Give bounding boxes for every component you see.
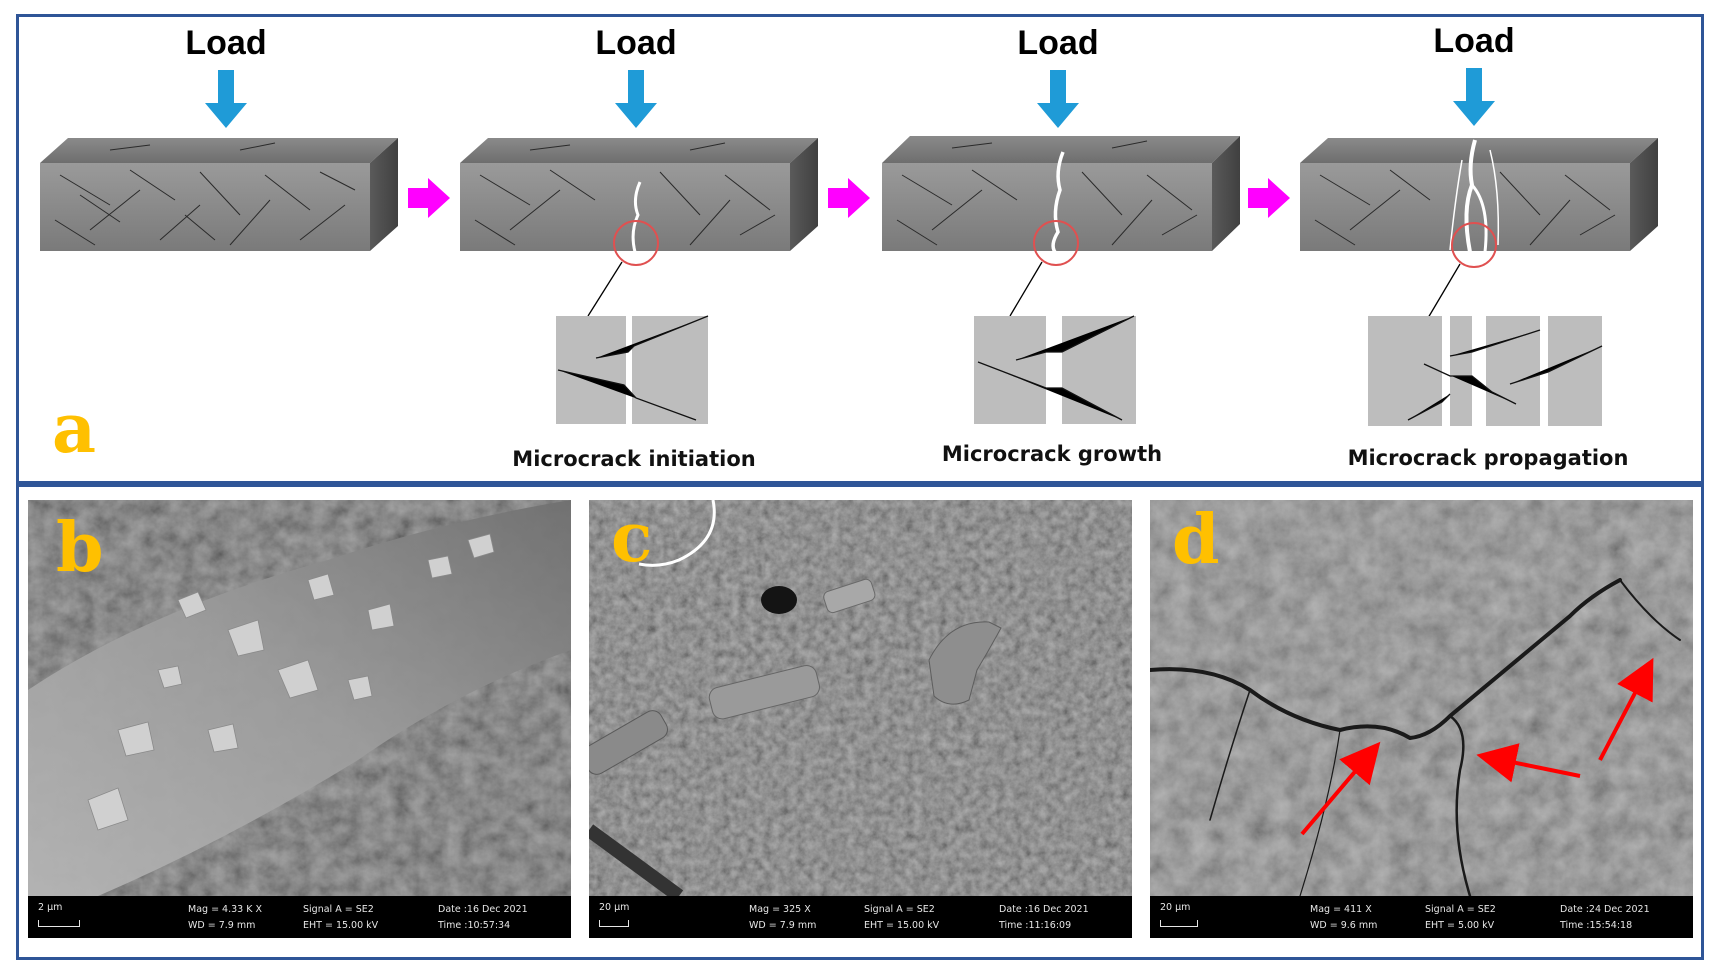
caption-growth: Microcrack growth xyxy=(941,442,1163,466)
panel-a-frame xyxy=(16,14,1704,484)
scale-text-b: 2 µm xyxy=(38,902,63,913)
sem-image-d: 20 µm Mag = 411 X WD = 9.6 mm Signal A =… xyxy=(1150,500,1693,938)
beam-1 xyxy=(40,138,398,251)
signal-b: Signal A = SE2 xyxy=(303,904,374,915)
mag-d: Mag = 411 X xyxy=(1310,904,1372,915)
beam-2-crack xyxy=(631,181,642,253)
panel-label-d: d xyxy=(1172,500,1220,580)
date-d: Date :24 Dec 2021 xyxy=(1560,904,1650,915)
beam-3 xyxy=(882,136,1240,266)
mag-c: Mag = 325 X xyxy=(749,904,811,915)
eht-b: EHT = 15.00 kV xyxy=(303,920,379,931)
inset-growth xyxy=(974,315,1136,424)
scale-bar-c xyxy=(599,920,629,927)
time-b: Time :10:57:34 xyxy=(438,920,511,931)
panel-label-c: c xyxy=(611,500,653,578)
inset-initiation xyxy=(556,315,709,424)
beam-4 xyxy=(1300,138,1658,268)
panel-bcd-frame xyxy=(16,484,1704,960)
panel-label-a: a xyxy=(52,389,97,469)
panel-label-b: b xyxy=(56,508,104,588)
beam-4-fibers xyxy=(1314,169,1616,246)
beam-3-zoom-circle xyxy=(1033,220,1079,266)
date-b: Date :16 Dec 2021 xyxy=(438,904,528,915)
sem-image-b: 2 µm Mag = 4.33 K X WD = 7.9 mm Signal A… xyxy=(28,500,571,938)
sem-b-texture xyxy=(28,500,571,896)
beam-2 xyxy=(460,138,818,266)
load-label-2: Load xyxy=(595,24,677,62)
mag-b: Mag = 4.33 K X xyxy=(188,904,262,915)
wd-c: WD = 7.9 mm xyxy=(749,920,817,931)
beam-3-crack xyxy=(1051,151,1065,254)
beam-4-zoom-circle xyxy=(1451,222,1497,268)
scale-bar-d xyxy=(1160,920,1198,927)
time-c: Time :11:16:09 xyxy=(999,920,1072,931)
scale-bar-b xyxy=(38,920,80,927)
sem-b-infobar: 2 µm Mag = 4.33 K X WD = 7.9 mm Signal A… xyxy=(28,896,571,938)
arrow-down-icon xyxy=(615,70,657,128)
beam-3-fibers xyxy=(896,140,1198,246)
scale-text-c: 20 µm xyxy=(599,902,630,913)
beam-1-fibers xyxy=(54,142,356,246)
signal-d: Signal A = SE2 xyxy=(1425,904,1496,915)
scale-text-d: 20 µm xyxy=(1160,902,1191,913)
wd-d: WD = 9.6 mm xyxy=(1310,920,1378,931)
caption-initiation: Microcrack initiation xyxy=(512,447,756,471)
date-c: Date :16 Dec 2021 xyxy=(999,904,1089,915)
load-label-1: Load xyxy=(185,24,267,62)
beam-2-zoom-circle xyxy=(613,220,659,266)
load-arrows xyxy=(205,68,1495,128)
load-label-4: Load xyxy=(1433,22,1515,60)
signal-c: Signal A = SE2 xyxy=(864,904,935,915)
beam-2-fibers xyxy=(474,142,776,246)
step-arrows xyxy=(408,178,1290,218)
arrow-down-icon xyxy=(1453,68,1495,126)
zoom-leaders xyxy=(587,261,1461,319)
inset-propagation xyxy=(1368,316,1603,426)
wd-b: WD = 7.9 mm xyxy=(188,920,256,931)
sem-c-texture xyxy=(589,500,1132,896)
sem-d-infobar: 20 µm Mag = 411 X WD = 9.6 mm Signal A =… xyxy=(1150,896,1693,938)
arrow-right-icon xyxy=(408,178,450,218)
arrow-right-icon xyxy=(1248,178,1290,218)
panel-a-illustration xyxy=(40,68,1658,426)
eht-d: EHT = 5.00 kV xyxy=(1425,920,1495,931)
beam-4-cracks xyxy=(1449,139,1500,253)
load-label-3: Load xyxy=(1017,24,1099,62)
time-d: Time :15:54:18 xyxy=(1560,920,1633,931)
arrow-down-icon xyxy=(205,70,247,128)
eht-c: EHT = 15.00 kV xyxy=(864,920,940,931)
caption-propagation: Microcrack propagation xyxy=(1347,446,1629,470)
arrow-down-icon xyxy=(1037,70,1079,128)
sem-d-texture xyxy=(1150,500,1693,896)
arrow-right-icon xyxy=(828,178,870,218)
sem-c-infobar: 20 µm Mag = 325 X WD = 7.9 mm Signal A =… xyxy=(589,896,1132,938)
sem-image-c: 20 µm Mag = 325 X WD = 7.9 mm Signal A =… xyxy=(589,500,1132,938)
